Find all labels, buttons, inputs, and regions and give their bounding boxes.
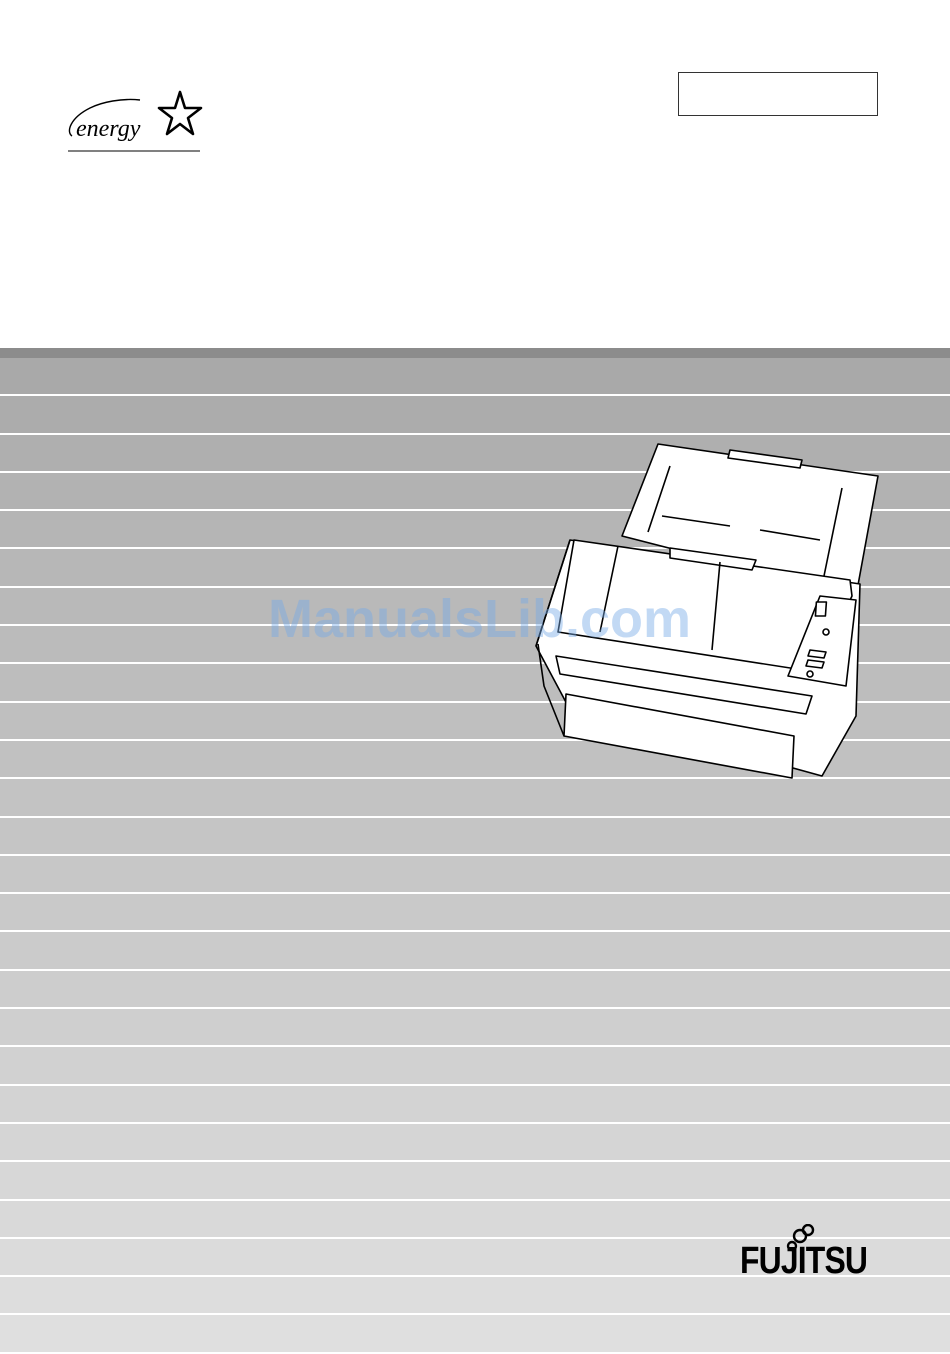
stripe <box>0 932 950 970</box>
fujitsu-wordmark: FUJITSU <box>740 1240 867 1283</box>
energy-star-logo: energy <box>62 88 207 158</box>
stripe <box>0 1086 950 1124</box>
stripe <box>0 856 950 894</box>
stripe <box>0 818 950 856</box>
star-icon <box>159 92 201 134</box>
document-number-box <box>678 72 878 116</box>
energy-wordmark: energy <box>76 116 141 142</box>
stripe <box>0 1124 950 1162</box>
stripe <box>0 971 950 1009</box>
stripe <box>0 1162 950 1200</box>
header-bar <box>0 348 950 358</box>
stripe <box>0 1315 950 1353</box>
stripe <box>0 779 950 817</box>
watermark: ManualsLib.com <box>268 588 691 650</box>
stripe <box>0 1009 950 1047</box>
stripe <box>0 396 950 434</box>
stripe <box>0 894 950 932</box>
stripe <box>0 358 950 396</box>
stripe <box>0 1047 950 1085</box>
